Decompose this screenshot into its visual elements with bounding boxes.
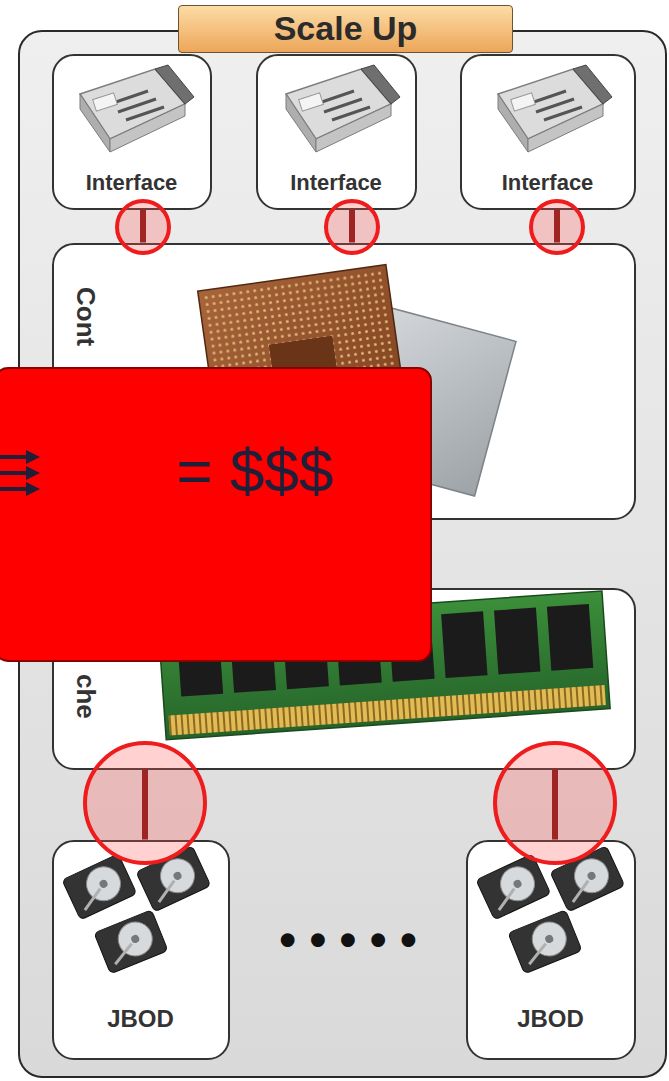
sfp-module [80, 65, 612, 152]
text-holder: = $$$ [145, 435, 365, 506]
interface-box: Interface [256, 54, 417, 210]
cpu-chip [198, 265, 516, 496]
cpu-chip [203, 270, 406, 473]
cost-callout: = $$$ [0, 367, 432, 662]
sfp-module [80, 65, 194, 152]
vertical-label: che [73, 674, 99, 719]
bottleneck-circle [531, 201, 583, 253]
arrow-symbol [0, 471, 30, 475]
box-label: JBOD [107, 1005, 174, 1033]
text-holder: • • • • • [250, 916, 446, 964]
hard-disk [550, 846, 625, 912]
hard-disk [476, 854, 551, 920]
cpu-chip [320, 300, 516, 496]
cpu-chip [198, 265, 413, 480]
box-label: Interface [502, 170, 594, 195]
link-bar [140, 210, 146, 243]
bottleneck-circle [326, 201, 378, 253]
hard-disk [94, 910, 168, 974]
cpu-chip [198, 265, 413, 480]
arrow-symbol [26, 466, 40, 480]
box-label: = $$$ [177, 435, 334, 506]
bottleneck-circle [117, 201, 169, 253]
box-label: Interface [290, 170, 382, 195]
sfp-module [498, 65, 612, 152]
box-label: JBOD [517, 1005, 584, 1033]
title: Scale Up [274, 9, 418, 48]
ram-module [158, 591, 610, 740]
interface-box: Interface [460, 54, 636, 210]
connectors [143, 210, 557, 840]
ram-module [547, 604, 593, 671]
text-holder: Interface [462, 170, 634, 195]
link-bar [552, 770, 558, 840]
ram-module [388, 615, 434, 682]
text-holder: JBOD [54, 1005, 228, 1033]
link-bar [554, 210, 560, 243]
hard-disk [62, 854, 137, 920]
hard-disk [62, 846, 625, 974]
arrow-symbol [0, 487, 30, 491]
arrow-symbol [0, 369, 430, 660]
ellipsis-dots: • • • • • [279, 916, 416, 964]
bottleneck-circle [495, 743, 615, 863]
arrow-symbol [26, 450, 40, 464]
ram-module [158, 591, 610, 740]
text-holder: JBOD [468, 1005, 634, 1033]
text-holder: Interface [258, 170, 415, 195]
title-tab: Scale Up [178, 5, 513, 53]
vertical-label: Cont [73, 287, 99, 346]
ram-module [230, 626, 276, 693]
hard-disk [136, 846, 211, 912]
interface-box: Interface [52, 54, 212, 210]
jbod-box: JBOD [466, 840, 636, 1060]
sfp-module [286, 65, 400, 152]
bottleneck-circle [85, 201, 615, 863]
text-holder: Interface [54, 170, 210, 195]
ram-module [441, 611, 487, 678]
ram-module [494, 608, 540, 675]
hard-disk [508, 910, 582, 974]
bottleneck-circle [85, 743, 205, 863]
ram-module [177, 630, 223, 697]
ram-module [283, 622, 329, 689]
arrow-symbol [26, 482, 40, 496]
ram-module [335, 619, 381, 686]
link-bar [142, 770, 148, 840]
ram-module [169, 685, 606, 735]
cpu-chip [269, 336, 341, 408]
arrow-symbol [0, 455, 30, 459]
jbod-box: JBOD [52, 840, 230, 1060]
link-bar [349, 210, 355, 243]
box-label: Interface [86, 170, 178, 195]
